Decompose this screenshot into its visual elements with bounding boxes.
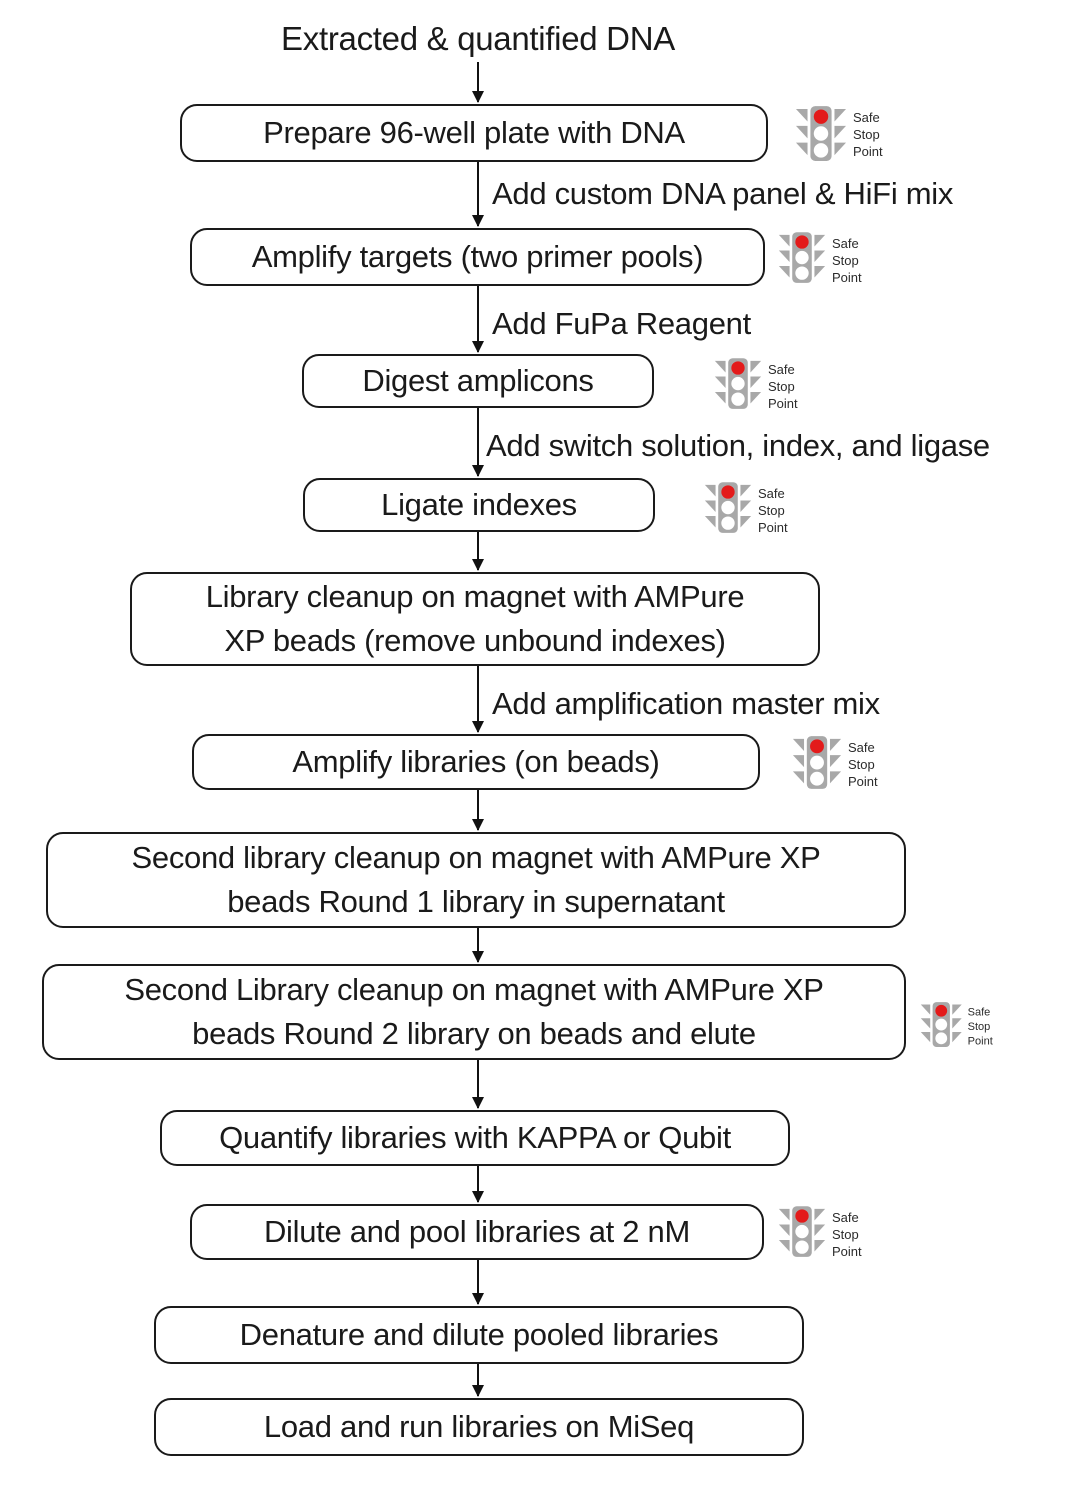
flow-arrow (472, 790, 484, 831)
step-quantify-libraries: Quantify libraries with KAPPA or Qubit (160, 1110, 790, 1166)
safe-stop-point-indicator: Safe Stop Point (795, 106, 883, 162)
step-label: XP beads (remove unbound indexes) (224, 623, 726, 658)
step-denature-and-dilute: Denature and dilute pooled libraries (154, 1306, 804, 1364)
step-label: Denature and dilute pooled libraries (239, 1317, 719, 1352)
step-amplify-libraries: Amplify libraries (on beads) (192, 734, 760, 790)
safe-stop-label: Stop (832, 253, 859, 268)
flow-arrow (472, 408, 484, 477)
traffic-light-icon (714, 358, 762, 409)
flow-arrow (472, 1260, 484, 1305)
step-ligate-indexes: Ligate indexes (303, 478, 655, 532)
step-dilute-and-pool: Dilute and pool libraries at 2 nM (190, 1204, 764, 1260)
step-label: Amplify libraries (on beads) (292, 744, 660, 779)
flow-arrow (472, 532, 484, 571)
safe-stop-label: Safe (853, 110, 880, 125)
step-label: Dilute and pool libraries at 2 nM (263, 1214, 691, 1249)
step-amplify-targets: Amplify targets (two primer pools) (190, 228, 765, 286)
arrowhead-icon (472, 819, 484, 831)
safe-stop-label: Point (832, 270, 862, 285)
step-label: Quantify libraries with KAPPA or Qubit (219, 1120, 731, 1155)
flow-arrow (472, 62, 484, 103)
step-second-cleanup-round-1: Second library cleanup on magnet with AM… (46, 832, 906, 928)
arrowhead-icon (472, 1385, 484, 1397)
safe-stop-label: Stop (967, 1019, 991, 1033)
arrowhead-icon (472, 341, 484, 353)
flow-start-node: Extracted & quantified DNA (281, 20, 675, 57)
safe-stop-label: Safe (768, 362, 795, 377)
step-load-and-run-miseq: Load and run libraries on MiSeq (154, 1398, 804, 1456)
step-digest-amplicons: Digest amplicons (302, 354, 654, 408)
safe-stop-label: Point (853, 144, 883, 159)
arrow-label-add-master-mix: Add amplification master mix (492, 686, 880, 721)
step-second-cleanup-round-2: Second Library cleanup on magnet with AM… (42, 964, 906, 1060)
safe-stop-label: Safe (832, 1210, 859, 1225)
safe-stop-label: Stop (768, 379, 795, 394)
safe-stop-label: Point (967, 1034, 993, 1048)
traffic-light-icon (778, 1206, 826, 1257)
arrow-label-add-panel: Add custom DNA panel & HiFi mix (492, 176, 954, 211)
step-label: Second library cleanup on magnet with AM… (131, 840, 821, 875)
traffic-light-icon (792, 736, 842, 789)
arrow-label-add-switch-solution: Add switch solution, index, and ligase (486, 428, 990, 463)
flow-arrow (472, 666, 484, 733)
arrowhead-icon (472, 465, 484, 477)
safe-stop-point-indicator: Safe Stop Point (704, 482, 788, 536)
safe-stop-point-indicator: Safe Stop Point (792, 736, 878, 790)
arrowhead-icon (472, 91, 484, 103)
step-label: beads Round 2 library on beads and elute (192, 1016, 756, 1051)
step-label: Ligate indexes (381, 487, 577, 522)
safe-stop-label: Point (832, 1244, 862, 1259)
safe-stop-label: Point (768, 396, 798, 411)
arrow-label-add-fupa: Add FuPa Reagent (492, 306, 751, 341)
safe-stop-label: Point (848, 774, 878, 789)
safe-stop-point-indicator: Safe Stop Point (714, 358, 798, 412)
step-library-cleanup: Library cleanup on magnet with AMPure XP… (130, 572, 820, 666)
traffic-light-icon (795, 106, 847, 161)
safe-stop-label: Safe (967, 1005, 991, 1019)
step-label: Load and run libraries on MiSeq (263, 1409, 695, 1444)
traffic-light-icon (920, 1002, 962, 1047)
flow-arrow (472, 928, 484, 963)
safe-stop-point-indicator: Safe Stop Point (920, 1002, 993, 1048)
step-label: beads Round 1 library in supernatant (227, 884, 725, 919)
safe-stop-label: Stop (758, 503, 785, 518)
safe-stop-label: Point (758, 520, 788, 535)
safe-stop-label: Safe (758, 486, 785, 501)
safe-stop-label: Stop (853, 127, 880, 142)
safe-stop-label: Safe (848, 740, 875, 755)
arrowhead-icon (472, 559, 484, 571)
step-label: Amplify targets (two primer pools) (251, 239, 704, 274)
safe-stop-label: Stop (832, 1227, 859, 1242)
step-label: Digest amplicons (362, 363, 594, 398)
step-label: Library cleanup on magnet with AMPure (205, 579, 745, 614)
step-label: Prepare 96-well plate with DNA (263, 115, 685, 150)
safe-stop-point-indicator: Safe Stop Point (778, 232, 862, 286)
safe-stop-point-indicator: Safe Stop Point (778, 1206, 862, 1260)
step-label: Second Library cleanup on magnet with AM… (124, 972, 824, 1007)
flow-arrow (472, 1166, 484, 1203)
flow-arrow (472, 286, 484, 353)
flow-arrow (472, 1364, 484, 1397)
arrowhead-icon (472, 951, 484, 963)
flow-arrow (472, 1060, 484, 1109)
arrowhead-icon (472, 215, 484, 227)
arrowhead-icon (472, 1293, 484, 1305)
arrowhead-icon (472, 721, 484, 733)
traffic-light-icon (704, 482, 752, 533)
safe-stop-label: Safe (832, 236, 859, 251)
step-prepare-96-well-plate: Prepare 96-well plate with DNA (180, 104, 768, 162)
traffic-light-icon (778, 232, 826, 283)
safe-stop-label: Stop (848, 757, 875, 772)
arrowhead-icon (472, 1097, 484, 1109)
arrowhead-icon (472, 1191, 484, 1203)
flow-arrow (472, 162, 484, 227)
